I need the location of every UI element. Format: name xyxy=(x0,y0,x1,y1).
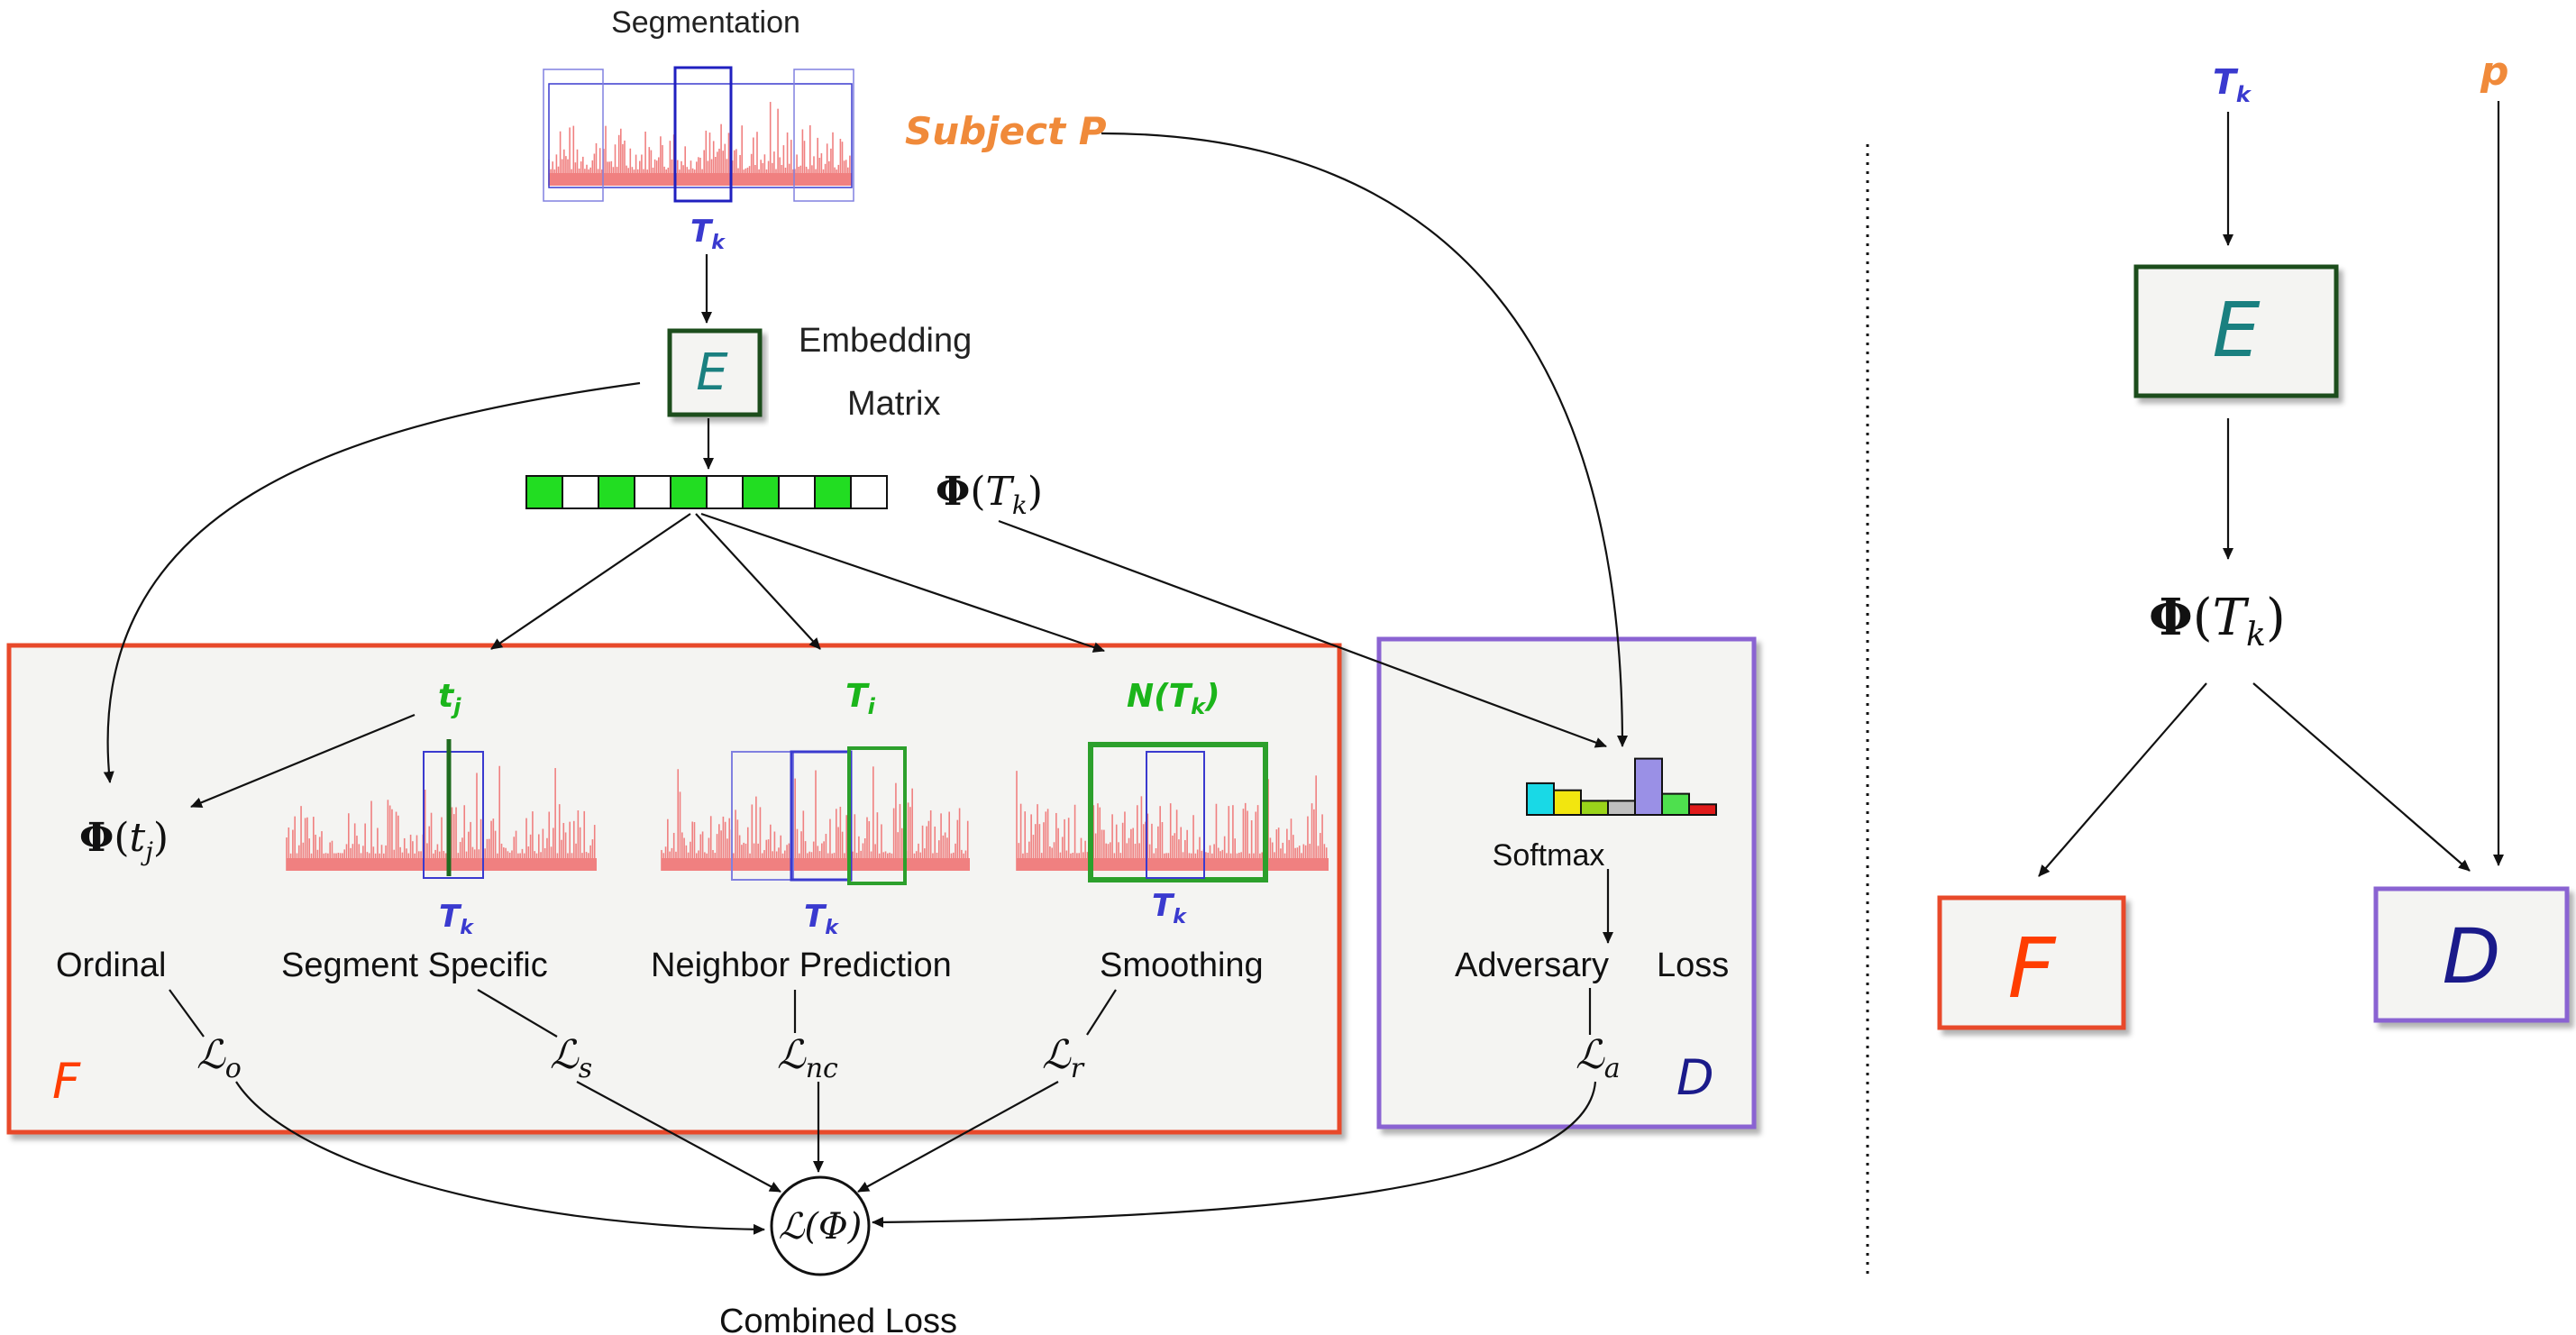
embedding-cell xyxy=(850,475,888,509)
adversary-loss-label: Loss xyxy=(1657,946,1729,984)
neighbor-prediction-signal xyxy=(661,766,970,871)
arrow-phi-to-segment xyxy=(490,513,691,650)
softmax-bar xyxy=(1661,792,1690,816)
embedding-cell xyxy=(742,475,780,509)
segment-specific-window xyxy=(423,751,484,879)
right-embedding-box xyxy=(2133,264,2339,398)
combined-loss-symbol: ℒ(Φ) xyxy=(779,1206,863,1248)
segment-window-left xyxy=(543,69,604,202)
task-ordinal: Ordinal xyxy=(56,946,167,984)
right-phi-tk-label: Φ(Tk) xyxy=(2149,588,2286,654)
neighbor-window-left xyxy=(731,751,794,881)
softmax-bar xyxy=(1607,800,1636,817)
combined-loss-node xyxy=(770,1175,871,1276)
loss-smoothing: ℒr xyxy=(1042,1032,1085,1084)
softmax-bar xyxy=(1526,782,1555,817)
segmentation-frame xyxy=(548,83,853,188)
arrow-la-to-combined xyxy=(872,1081,1597,1228)
ntk-label: N(Tk) xyxy=(1127,678,1220,719)
embedding-cell xyxy=(598,475,635,509)
loss-segment-specific: ℒs xyxy=(550,1032,592,1084)
arrow-tj-to-phi-tj xyxy=(190,713,416,809)
segmentation-label: Segmentation xyxy=(611,5,800,40)
neighbor-window-target xyxy=(847,746,907,885)
signal-baseline xyxy=(287,858,597,871)
loss-adversary: ℒa xyxy=(1576,1032,1621,1084)
signal-baseline xyxy=(1017,858,1329,871)
d-panel xyxy=(1376,636,1757,1129)
tk-label-neighbor: Tk xyxy=(804,899,839,939)
embedding-label-line1: Embedding xyxy=(799,322,972,360)
phi-tk-label: Φ(Tk) xyxy=(936,469,1043,520)
arrow-e-to-phi-tj xyxy=(103,381,641,783)
embedding-cell xyxy=(778,475,816,509)
arrow-phi-to-neighbor xyxy=(695,513,821,650)
arrow-subject-to-softmax xyxy=(1101,132,1628,747)
line-smoothing-to-loss xyxy=(1086,989,1117,1036)
ti-label: Ti xyxy=(845,678,876,719)
left-arrows xyxy=(103,132,1628,1235)
embedding-cell xyxy=(562,475,599,509)
softmax-histogram xyxy=(1526,757,1717,817)
embedding-cell xyxy=(814,475,852,509)
right-arrows xyxy=(2038,101,2504,877)
signal-baseline xyxy=(549,173,852,186)
segment-window-right xyxy=(793,69,854,202)
embedding-box xyxy=(667,328,763,417)
task-smoothing: Smoothing xyxy=(1100,946,1264,984)
embedding-cell xyxy=(634,475,671,509)
tk-label-top: Tk xyxy=(690,214,726,254)
arrow-right-phi-to-f xyxy=(2038,682,2207,877)
arrow-phi-to-softmax xyxy=(998,519,1607,748)
smoothing-window-current xyxy=(1146,751,1205,879)
right-p-label: p xyxy=(2480,49,2509,95)
softmax-bar xyxy=(1634,757,1663,816)
arrow-phi-to-smoothing xyxy=(700,512,1105,653)
embedding-label-line2: Matrix xyxy=(847,385,940,423)
task-neighbor-prediction: Neighbor Prediction xyxy=(651,946,952,984)
loss-ordinal: ℒo xyxy=(196,1032,242,1084)
d-panel-letter: D xyxy=(1676,1049,1714,1106)
embedding-cell xyxy=(670,475,708,509)
tk-label-segment: Tk xyxy=(439,899,474,939)
subject-p-label: Subject P xyxy=(905,109,1107,153)
adversary-label: Adversary xyxy=(1455,946,1609,984)
combined-loss-label: Combined Loss xyxy=(719,1303,957,1335)
arrow-right-phi-to-d xyxy=(2252,682,2471,872)
embedding-cell xyxy=(706,475,744,509)
smoothing-neighborhood-window xyxy=(1088,742,1268,882)
arrow-ls-to-combined xyxy=(576,1081,781,1193)
right-tk-label: Tk xyxy=(2213,62,2252,107)
softmax-bar xyxy=(1688,803,1717,816)
arrow-lo-to-combined xyxy=(235,1081,765,1235)
embedding-e-letter: E xyxy=(696,343,728,402)
signal-baseline xyxy=(662,858,970,871)
segmentation-signal xyxy=(548,102,852,186)
arrow-lr-to-combined xyxy=(857,1081,1059,1193)
tj-label: tj xyxy=(438,678,461,719)
segment-specific-signal xyxy=(286,765,597,871)
right-d-box xyxy=(2373,886,2570,1023)
phi-tj-label: Φ(tj) xyxy=(79,815,169,866)
right-d-letter: D xyxy=(2443,912,2501,1001)
right-f-letter: F xyxy=(2008,920,2057,1017)
f-panel xyxy=(6,643,1342,1135)
line-ordinal-to-loss xyxy=(169,989,205,1038)
softmax-label: Softmax xyxy=(1493,838,1605,873)
right-f-box xyxy=(1937,895,2126,1030)
embedding-vector xyxy=(525,475,888,509)
loss-neighbor-prediction: ℒnc xyxy=(777,1032,838,1084)
tk-label-smoothing: Tk xyxy=(1152,888,1187,928)
embedding-cell xyxy=(525,475,563,509)
line-segment-to-loss xyxy=(477,989,558,1038)
f-panel-letter: F xyxy=(52,1053,81,1110)
softmax-bar xyxy=(1580,800,1609,817)
right-embedding-e-letter: E xyxy=(2212,286,2260,374)
segment-window-current xyxy=(673,66,733,203)
task-segment-specific: Segment Specific xyxy=(281,946,548,984)
softmax-bar xyxy=(1553,789,1582,817)
